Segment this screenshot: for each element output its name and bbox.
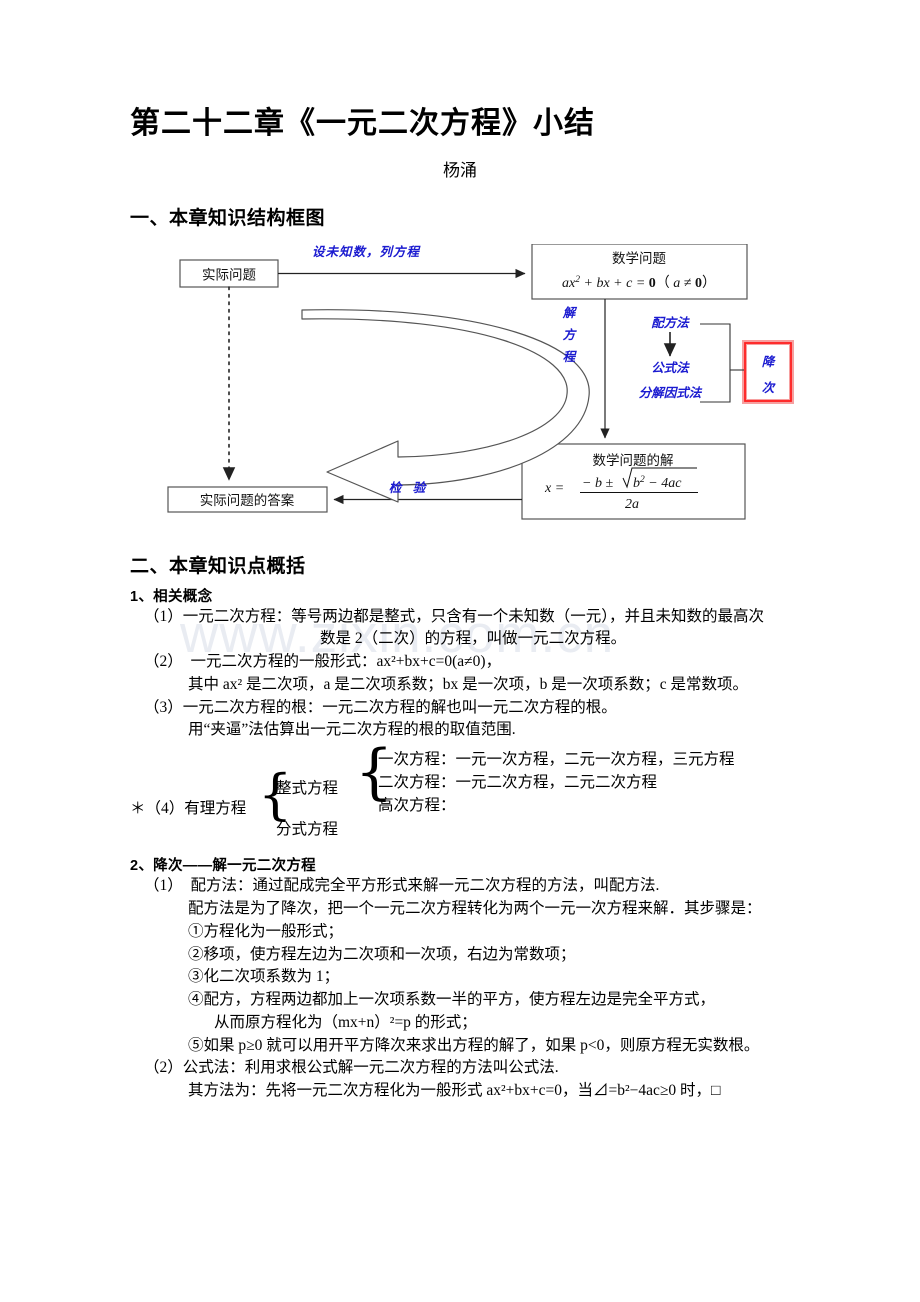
diagram-label-factorization: 分解因式法 bbox=[639, 386, 703, 400]
diagram-label-reduce-2: 次 bbox=[762, 381, 776, 395]
subsection-heading-1: 1、相关概念 bbox=[130, 588, 213, 605]
diagram-label-math-problem: 数学问题 bbox=[612, 251, 666, 266]
diagram-label-real-problem: 实际问题 bbox=[202, 267, 256, 282]
method-line-9: （2）公式法：利用求根公式解一元二次方程的方法叫公式法. bbox=[144, 1059, 559, 1077]
tree-brace-inner: { bbox=[355, 737, 394, 808]
diagram-box-real-problem bbox=[179, 258, 279, 288]
concept-line-3: （2） 一元二次方程的一般形式：ax²+bx+c=0(a≠0)， bbox=[144, 653, 502, 671]
author-name: 杨涌 bbox=[443, 160, 477, 180]
diagram-label-solve-char-1: 解 bbox=[562, 306, 578, 320]
method-line-5: ③化二次项系数为 1； bbox=[188, 968, 340, 986]
tree-leaf-1: 一次方程：一元一次方程，二元一次方程，三元方程 bbox=[378, 751, 735, 769]
rational-equation-tree: ＊（4）有理方程 { 整式方程 分式方程 { 一次方程：一元一次方程，二元一次方… bbox=[130, 737, 790, 840]
method-line-7: 从而原方程化为（mx+n）²=p 的形式； bbox=[214, 1013, 477, 1031]
diagram-label-solve-char-2: 方 bbox=[563, 328, 578, 342]
svg-text:x =: x = bbox=[544, 481, 564, 496]
tree-branch-integral: 整式方程 bbox=[276, 780, 339, 798]
diagram-label-formula-method: 公式法 bbox=[651, 361, 690, 375]
diagram-label-math-solution: 数学问题的解 bbox=[593, 453, 674, 468]
diagram-bracket-methods bbox=[700, 322, 731, 403]
method-line-8: ⑤如果 p≥0 就可以用开平方降次来求出方程的解了，如果 p<0，则原方程无实数… bbox=[188, 1036, 760, 1054]
diagram-box-real-answer bbox=[167, 485, 328, 513]
diagram-label-solve-char-3: 程 bbox=[563, 350, 578, 364]
method-line-3: ①方程化为一般形式； bbox=[188, 922, 344, 940]
section-heading-1: 一、本章知识结构框图 bbox=[130, 207, 326, 229]
concept-line-4: 其中 ax² 是二次项，a 是二次项系数；bx 是一次项，b 是一次项系数；c … bbox=[188, 675, 749, 693]
concept-line-5: （3）一元二次方程的根：一元二次方程的解也叫一元二次方程的根。 bbox=[144, 698, 617, 716]
concept-line-1: （1）一元二次方程：等号两边都是整式，只含有一个未知数（一元），并且未知数的最高… bbox=[144, 607, 765, 625]
subsection-heading-2: 2、降次——解一元二次方程 bbox=[130, 858, 316, 875]
knowledge-structure-diagram: 实际问题 数学问题 ax2 + bx + c = 0（ a ≠ 0） 数学问题的… bbox=[152, 243, 812, 529]
method-line-6: ④配方，方程两边都加上一次项系数一半的平方，使方程左边是完全平方式， bbox=[188, 991, 716, 1009]
svg-text:b2 − 4ac: b2 − 4ac bbox=[633, 475, 682, 491]
tree-leaf-3: 高次方程： bbox=[378, 797, 456, 815]
diagram-label-check: 检 验 bbox=[389, 481, 429, 495]
diagram-box-reduce-degree bbox=[744, 341, 792, 402]
svg-text:2a: 2a bbox=[625, 497, 639, 512]
tree-branch-fractional: 分式方程 bbox=[276, 821, 339, 839]
svg-text:− b ±: − b ± bbox=[582, 476, 613, 491]
watermark: www.zixin.com.cn bbox=[180, 605, 615, 664]
tree-leaf-2: 二次方程：一元二次方程，二元二次方程 bbox=[378, 774, 658, 792]
section-heading-2: 二、本章知识点概括 bbox=[130, 555, 306, 577]
concept-line-6: 用“夹逼”法估算出一元二次方程的根的取值范围. bbox=[188, 721, 516, 739]
method-line-4: ②移项，使方程左边为二次项和一次项，右边为常数项； bbox=[188, 945, 576, 963]
diagram-label-reduce-1: 降 bbox=[762, 355, 777, 369]
diagram-label-set-unknown: 设未知数，列方程 bbox=[312, 245, 422, 259]
tree-root-label: ＊（4）有理方程 bbox=[130, 800, 247, 818]
diagram-box-math-problem bbox=[531, 243, 748, 300]
tree-brace-outer: { bbox=[258, 763, 293, 827]
method-line-1: （1） 配方法：通过配成完全平方形式来解一元二次方程的方法，叫配方法. bbox=[144, 877, 660, 895]
diagram-formula-math-problem: ax2 + bx + c = 0（ a ≠ 0） bbox=[562, 275, 716, 291]
diagram-label-real-answer: 实际问题的答案 bbox=[200, 492, 295, 508]
page-title: 第二十二章《一元二次方程》小结 bbox=[130, 107, 595, 140]
diagram-formula-quadratic: x = − b ± b2 − 4ac 2a bbox=[544, 467, 698, 512]
concept-line-2: 数是 2（二次）的方程，叫做一元二次方程。 bbox=[320, 630, 627, 648]
method-line-2: 配方法是为了降次，把一个一元二次方程转化为两个一元一次方程来解．其步骤是： bbox=[188, 899, 762, 917]
diagram-box-math-solution bbox=[521, 442, 746, 520]
diagram-cycle-arrow bbox=[301, 308, 590, 503]
diagram-label-complete-square: 配方法 bbox=[651, 316, 690, 330]
method-line-10: 其方法为：先将一元二次方程化为一般形式 ax²+bx+c=0，当⊿=b²−4ac… bbox=[188, 1082, 721, 1100]
